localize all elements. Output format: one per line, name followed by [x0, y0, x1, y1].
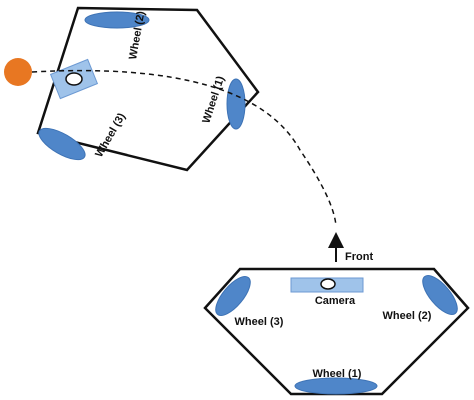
bottom-wheel-3-label: Wheel (3) — [235, 316, 284, 328]
bottom-robot: Camera Wheel (3) Wheel (2) Wheel (1) — [203, 267, 470, 396]
bottom-wheel-2-label: Wheel (2) — [383, 310, 432, 322]
bottom-camera-lens — [320, 278, 336, 290]
bottom-wheel-3 — [215, 276, 251, 316]
top-wheel-3 — [38, 127, 86, 161]
camera-label: Camera — [315, 295, 356, 307]
ball — [4, 58, 32, 86]
top-robot: Wheel (2) Wheel (1) Wheel (3) — [36, 6, 260, 172]
bottom-robot-body — [203, 267, 470, 396]
top-wheel-1 — [226, 78, 246, 130]
bottom-wheel-1-label: Wheel (1) — [313, 368, 362, 380]
top-robot-body — [36, 6, 260, 172]
bottom-wheel-2 — [422, 275, 458, 315]
bottom-wheel-1 — [294, 377, 378, 395]
top-wheel-2 — [84, 11, 150, 29]
top-camera-lens — [65, 72, 83, 86]
front-label: Front — [345, 251, 373, 263]
